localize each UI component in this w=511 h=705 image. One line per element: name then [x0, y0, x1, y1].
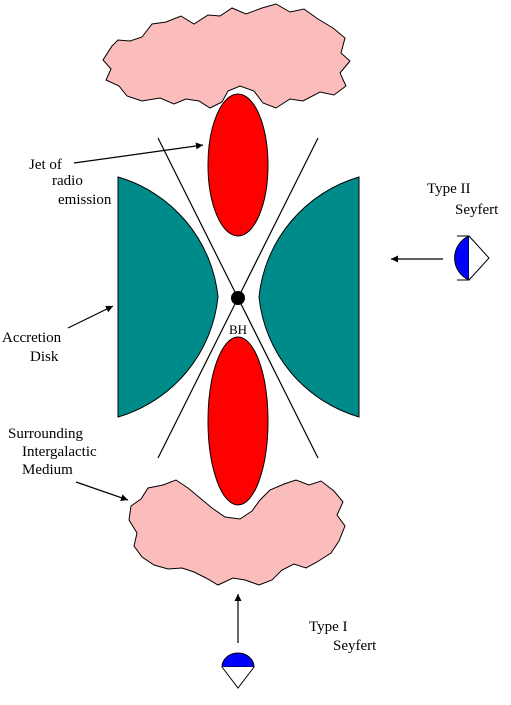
- medium-label-line2: Intergalactic: [22, 444, 97, 460]
- jet-top: [207, 93, 269, 237]
- type2-label-line1: Type II: [427, 181, 471, 197]
- bottom-cloud: [128, 479, 346, 586]
- top-cloud: [102, 3, 351, 109]
- cone-line-right-bottom: [237, 297, 319, 459]
- type2-label-line2: Seyfert: [455, 202, 499, 218]
- type1-label-line1: Type I: [309, 619, 348, 635]
- disk-pointer-arrow: [67, 305, 114, 329]
- jet-pointer-arrow: [73, 142, 204, 164]
- cone-line-left-bottom: [157, 297, 239, 459]
- disk-label-line2: Disk: [30, 349, 59, 365]
- accretion-disk-right: [258, 176, 360, 418]
- cone-line-left-top: [157, 137, 239, 299]
- jet-label-line1: Jet of: [29, 157, 62, 173]
- type1-observer-eye-icon: [221, 652, 255, 689]
- disk-label-line1: Accretion: [2, 330, 62, 346]
- black-hole: [231, 291, 245, 305]
- type2-observer-eye-icon: [454, 235, 490, 281]
- cone-line-right-top: [237, 137, 319, 299]
- jet-bottom: [207, 336, 269, 506]
- accretion-disk-left: [117, 176, 219, 418]
- medium-label-line3: Medium: [22, 462, 73, 478]
- medium-label-line1: Surrounding: [8, 426, 84, 442]
- jet-label-line3: emission: [58, 192, 112, 208]
- black-hole-label: BH: [229, 322, 247, 337]
- jet-label-line2: radio: [52, 173, 83, 189]
- type1-label-line2: Seyfert: [333, 638, 377, 654]
- medium-pointer-arrow: [75, 481, 129, 502]
